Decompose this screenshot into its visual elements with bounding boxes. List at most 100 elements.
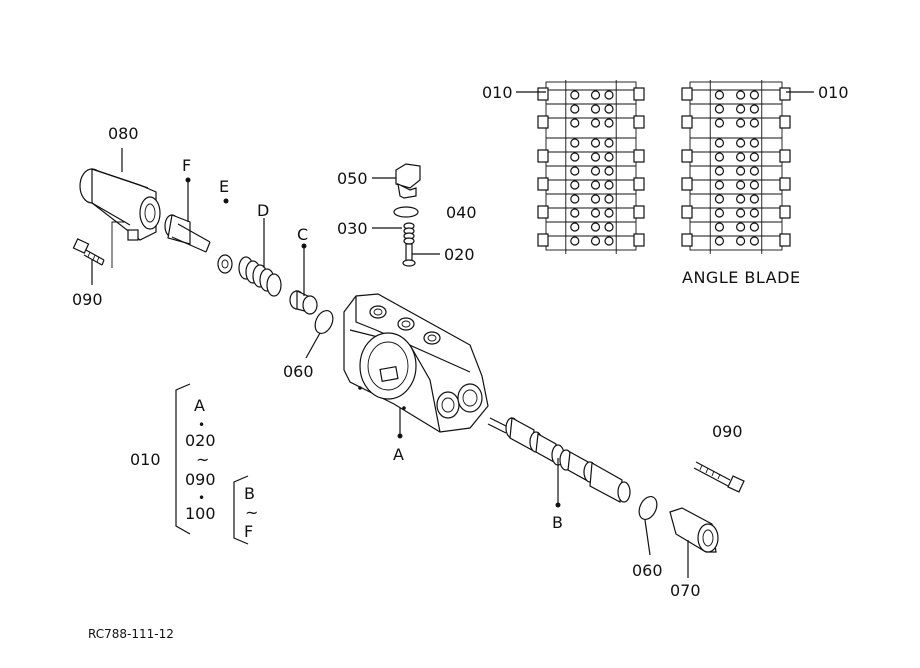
- part-080-cap: [79, 168, 161, 241]
- stack-left-side-block: [537, 115, 549, 129]
- stack-right-port-circle: [749, 166, 760, 176]
- part-090-bolt-right: [693, 461, 745, 493]
- stack-right-port-circle: [735, 166, 746, 176]
- label-010-right: 010: [818, 83, 849, 102]
- stack-left-port-circle: [570, 222, 580, 232]
- part-040-oring: [393, 206, 419, 218]
- stack-left-port-circle: [604, 152, 614, 162]
- stack-left-port-circle: [570, 138, 580, 148]
- stack-right-port-circle: [714, 104, 725, 114]
- stack-right-port-circle: [714, 194, 725, 204]
- stack-right-side-block: [681, 149, 693, 163]
- stack-left-port-circle: [570, 152, 580, 162]
- stack-right-port-circle: [714, 180, 725, 190]
- marker-F: [185, 177, 191, 183]
- stack-right-port-circle: [735, 222, 746, 232]
- label-010-left: 010: [482, 83, 513, 102]
- assembly-bracket: [175, 383, 249, 545]
- part-070-cap: [669, 507, 719, 553]
- stack-right-port-circle: [735, 90, 746, 100]
- leader-060-right: [644, 519, 651, 556]
- stack-left-port-circle: [590, 118, 601, 128]
- stack-left-port-circle: [590, 152, 601, 162]
- stack-left-port-circle: [604, 118, 614, 128]
- label-090-right: 090: [712, 422, 743, 441]
- label-060-right: 060: [632, 561, 663, 580]
- assembly-item-tilde: ~: [196, 450, 209, 469]
- stack-right-port-circle: [749, 208, 760, 218]
- stack-right-port-circle: [749, 222, 760, 232]
- stack-left-port-circle: [590, 236, 601, 246]
- stack-left-port-circle: [590, 194, 601, 204]
- stack-right-port-circle: [749, 194, 760, 204]
- stack-left-port-circle: [604, 208, 614, 218]
- label-040: 040: [446, 203, 477, 222]
- part-090-bolt-left: [72, 238, 105, 266]
- marker-A: [397, 433, 403, 439]
- stack-left-port-circle: [590, 208, 601, 218]
- stack-left-port-circle: [604, 236, 614, 246]
- valve-stack-schematic: [537, 80, 791, 254]
- stack-right-port-circle: [735, 180, 746, 190]
- assembly-item-020: 020: [185, 431, 216, 450]
- leader-060-left: [305, 332, 321, 359]
- label-D: D: [257, 201, 269, 220]
- stack-left-port-circle: [570, 118, 580, 128]
- stack-left-port-circle: [570, 166, 580, 176]
- stack-right-port-circle: [714, 152, 725, 162]
- stack-left-side-block: [633, 177, 645, 191]
- marker-C: [301, 243, 307, 249]
- leader-090-cap: [111, 221, 124, 268]
- stack-right-port-circle: [735, 138, 746, 148]
- part-F-spool-end: [164, 214, 211, 253]
- label-060-left: 060: [283, 362, 314, 381]
- part-050-plug: [395, 163, 421, 199]
- stack-left-side-block: [537, 87, 549, 101]
- stack-left-port-circle: [570, 104, 580, 114]
- stack-right-side-block: [779, 177, 791, 191]
- stack-left-port-circle: [590, 104, 601, 114]
- stack-left-port-circle: [570, 236, 580, 246]
- assembly-item-A: A: [194, 396, 205, 415]
- stack-left-port-circle: [590, 222, 601, 232]
- stack-left-port-circle: [590, 180, 601, 190]
- stack-right-port-circle: [735, 118, 746, 128]
- label-070: 070: [670, 581, 701, 600]
- stack-left-side-block: [633, 233, 645, 247]
- label-E: E: [219, 177, 229, 196]
- part-C-seat: [289, 290, 318, 315]
- assembly-item-sep-2: •: [198, 491, 205, 505]
- stack-left-side-block: [633, 149, 645, 163]
- marker-B: [555, 502, 561, 508]
- stack-right-port-circle: [714, 90, 725, 100]
- stack-right-side-block: [681, 177, 693, 191]
- stack-left-side-block: [537, 177, 549, 191]
- stack-right-port-circle: [735, 208, 746, 218]
- assembly-sub-tilde: ~: [245, 503, 258, 522]
- part-washer: [217, 254, 233, 274]
- stack-right-side-block: [779, 233, 791, 247]
- part-D-spring: [238, 256, 282, 297]
- stack-left-side-block: [537, 233, 549, 247]
- stack-left-port-circle: [604, 166, 614, 176]
- stack-left-port-circle: [570, 180, 580, 190]
- label-020: 020: [444, 245, 475, 264]
- assembly-item-sep-1: •: [198, 418, 205, 432]
- stack-left-port-circle: [604, 180, 614, 190]
- stack-right-port-circle: [749, 180, 760, 190]
- marker-E: [223, 198, 229, 204]
- stack-right-side-block: [681, 87, 693, 101]
- stack-left-side-block: [537, 205, 549, 219]
- stack-right-side-block: [779, 115, 791, 129]
- label-A: A: [393, 445, 404, 464]
- stack-right-port-circle: [735, 194, 746, 204]
- assembly-item-100: 100: [185, 504, 216, 523]
- stack-left-port-circle: [590, 166, 601, 176]
- part-060-oring-right: [638, 496, 658, 520]
- stack-left-side-block: [633, 115, 645, 129]
- label-090-left: 090: [72, 290, 103, 309]
- stack-right-side-block: [779, 149, 791, 163]
- stack-right-side-block: [681, 233, 693, 247]
- stack-right-port-circle: [714, 222, 725, 232]
